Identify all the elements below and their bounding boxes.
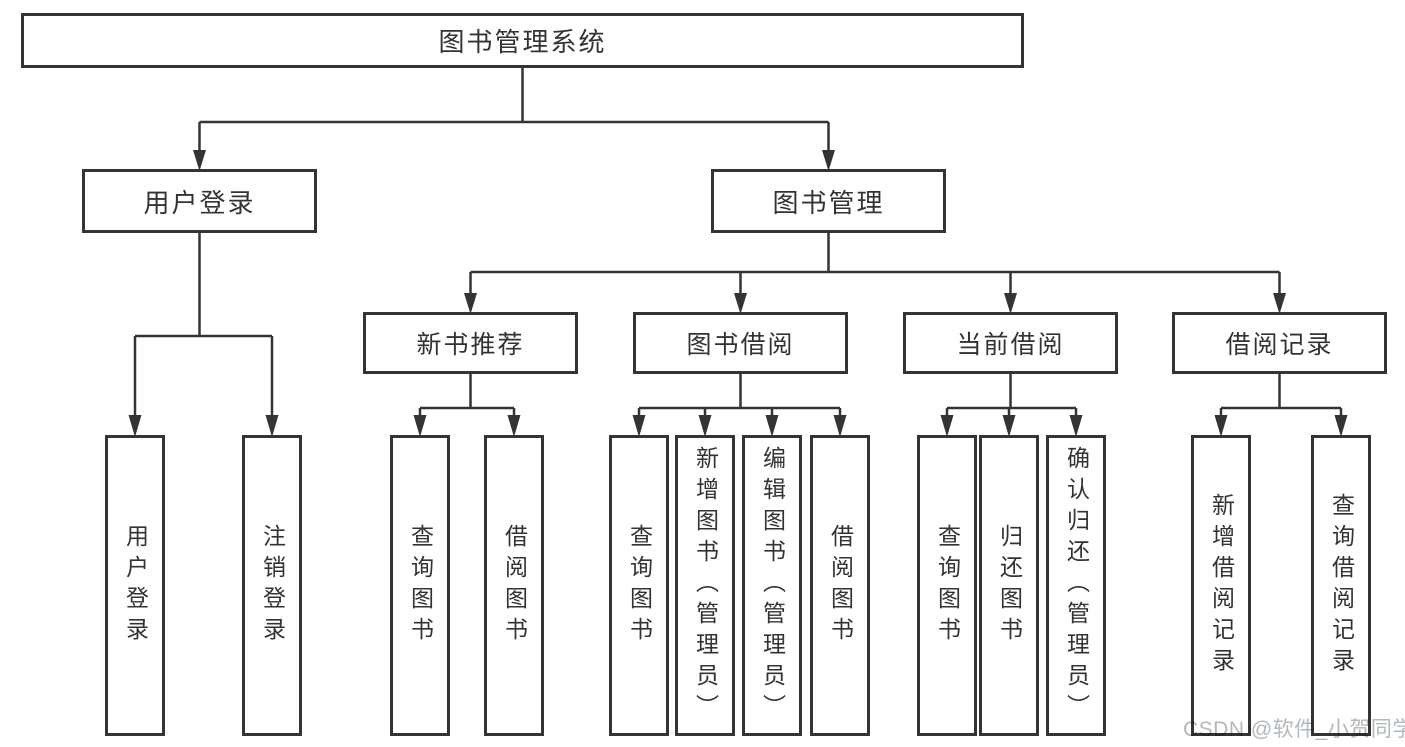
node-new-book-recommend: 新书推荐 bbox=[363, 312, 578, 374]
node-user-login-label: 用户登录 bbox=[143, 187, 256, 218]
leaf-records-add-label: 新增借阅记录 bbox=[1208, 492, 1235, 679]
leaf-newbooks-query-label: 查询图书 bbox=[407, 523, 434, 648]
leaf-borrow-borrow-label: 借阅图书 bbox=[827, 523, 854, 648]
leaf-borrow-edit-admin: 编辑图书（管理员） bbox=[742, 435, 802, 736]
node-root-label: 图书管理系统 bbox=[438, 27, 607, 57]
leaf-borrow-edit-admin-label: 编辑图书（管理员） bbox=[759, 446, 786, 725]
node-new-book-recommend-label: 新书推荐 bbox=[416, 331, 525, 359]
leaf-user-login: 用户登录 bbox=[105, 435, 165, 736]
node-book-borrow-label: 图书借阅 bbox=[686, 331, 795, 359]
node-book-management: 图书管理 bbox=[711, 169, 946, 233]
leaf-borrow-add-admin-label: 新增图书（管理员） bbox=[692, 446, 719, 725]
leaf-current-return-label: 归还图书 bbox=[996, 523, 1023, 648]
leaf-current-confirm-admin-label: 确认归还（管理员） bbox=[1063, 446, 1090, 725]
node-root: 图书管理系统 bbox=[21, 13, 1024, 68]
leaf-newbooks-query: 查询图书 bbox=[390, 435, 450, 736]
node-user-login: 用户登录 bbox=[82, 169, 317, 233]
leaf-records-query-label: 查询借阅记录 bbox=[1328, 492, 1355, 679]
leaf-user-login-label: 用户登录 bbox=[122, 523, 149, 648]
leaf-logout: 注销登录 bbox=[242, 435, 302, 736]
leaf-borrow-add-admin: 新增图书（管理员） bbox=[675, 435, 735, 736]
leaf-newbooks-borrow-label: 借阅图书 bbox=[501, 523, 528, 648]
node-current-borrow: 当前借阅 bbox=[903, 312, 1118, 374]
leaf-borrow-query-label: 查询图书 bbox=[626, 523, 653, 648]
leaf-records-query: 查询借阅记录 bbox=[1311, 435, 1371, 736]
leaf-current-query: 查询图书 bbox=[917, 435, 977, 736]
node-borrow-records-label: 借阅记录 bbox=[1225, 331, 1334, 359]
node-borrow-records: 借阅记录 bbox=[1172, 312, 1387, 374]
leaf-newbooks-borrow: 借阅图书 bbox=[484, 435, 544, 736]
node-book-borrow: 图书借阅 bbox=[633, 312, 848, 374]
leaf-current-confirm-admin: 确认归还（管理员） bbox=[1046, 435, 1106, 736]
leaf-borrow-query: 查询图书 bbox=[609, 435, 669, 736]
leaf-current-return: 归还图书 bbox=[979, 435, 1039, 736]
leaf-current-query-label: 查询图书 bbox=[934, 523, 961, 648]
csdn-watermark: CSDN @软件_小贺同学 bbox=[1183, 718, 1405, 741]
leaf-borrow-borrow: 借阅图书 bbox=[810, 435, 870, 736]
node-book-management-label: 图书管理 bbox=[772, 187, 885, 218]
node-current-borrow-label: 当前借阅 bbox=[956, 331, 1065, 359]
leaf-logout-label: 注销登录 bbox=[259, 523, 286, 648]
leaf-records-add: 新增借阅记录 bbox=[1191, 435, 1251, 736]
